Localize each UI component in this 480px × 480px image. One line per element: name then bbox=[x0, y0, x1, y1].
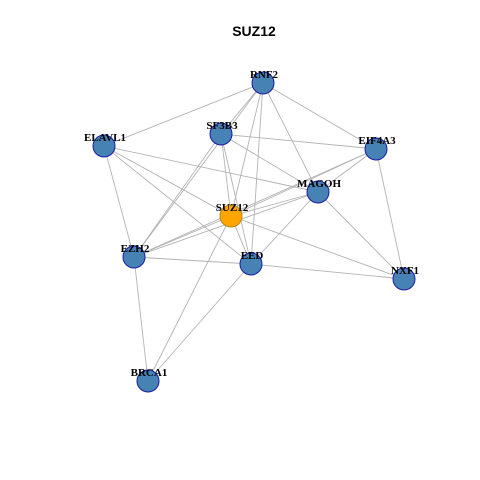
node-brca1[interactable]: BRCA1 bbox=[131, 367, 168, 393]
node-circle[interactable] bbox=[122, 245, 146, 269]
node-circle[interactable] bbox=[239, 252, 263, 276]
edge-ezh2-brca1 bbox=[133, 256, 149, 382]
node-sf3b3[interactable]: SF3B3 bbox=[206, 120, 238, 146]
edge-ezh2-eed bbox=[133, 256, 252, 265]
node-elavl1[interactable]: ELAVL1 bbox=[84, 132, 126, 158]
node-circle[interactable] bbox=[209, 122, 233, 146]
edge-layer bbox=[103, 82, 405, 382]
node-circle[interactable] bbox=[92, 134, 116, 158]
node-label: ELAVL1 bbox=[84, 132, 126, 144]
node-eif4a3[interactable]: EIF4A3 bbox=[358, 135, 396, 161]
edge-rnf2-eed bbox=[250, 82, 264, 265]
node-label: BRCA1 bbox=[131, 367, 168, 379]
edge-rnf2-elavl1 bbox=[103, 82, 264, 147]
node-label: SF3B3 bbox=[206, 120, 238, 132]
edge-elavl1-magoh bbox=[103, 145, 319, 193]
node-circle[interactable] bbox=[364, 137, 388, 161]
edge-magoh-eed bbox=[250, 191, 319, 265]
node-circle[interactable] bbox=[251, 71, 275, 95]
edge-rnf2-eif4a3 bbox=[262, 82, 377, 150]
graph-title: SUZ12 bbox=[232, 23, 276, 39]
node-label: EED bbox=[241, 250, 264, 262]
node-label: RNF2 bbox=[250, 69, 279, 81]
edge-suz12-nxf1 bbox=[230, 215, 405, 280]
edge-rnf2-magoh bbox=[262, 82, 319, 193]
edge-magoh-suz12 bbox=[230, 191, 319, 217]
node-eed[interactable]: EED bbox=[239, 250, 264, 276]
node-label: EZH2 bbox=[121, 243, 150, 255]
node-ezh2[interactable]: EZH2 bbox=[121, 243, 150, 269]
edge-eed-nxf1 bbox=[250, 263, 405, 280]
edge-magoh-nxf1 bbox=[317, 191, 405, 280]
node-circle[interactable] bbox=[219, 204, 243, 228]
edge-suz12-ezh2 bbox=[133, 215, 232, 258]
edge-rnf2-ezh2 bbox=[133, 82, 264, 258]
node-label: EIF4A3 bbox=[358, 135, 396, 147]
node-circle[interactable] bbox=[392, 267, 416, 291]
edge-eif4a3-nxf1 bbox=[375, 148, 405, 280]
node-rnf2[interactable]: RNF2 bbox=[250, 69, 279, 95]
node-label: MAGOH bbox=[297, 178, 341, 190]
edge-eif4a3-magoh bbox=[317, 148, 377, 193]
edge-elavl1-suz12 bbox=[103, 145, 232, 217]
edge-sf3b3-ezh2 bbox=[133, 133, 222, 258]
node-label: SUZ12 bbox=[216, 202, 249, 214]
edge-eed-brca1 bbox=[147, 263, 252, 382]
edge-elavl1-ezh2 bbox=[103, 145, 135, 258]
node-nxf1[interactable]: NXF1 bbox=[391, 265, 419, 291]
edge-suz12-brca1 bbox=[147, 215, 232, 382]
node-magoh[interactable]: MAGOH bbox=[297, 178, 341, 204]
edge-sf3b3-eif4a3 bbox=[220, 133, 377, 150]
node-circle[interactable] bbox=[136, 369, 160, 393]
node-circle[interactable] bbox=[306, 180, 330, 204]
edge-eif4a3-ezh2 bbox=[133, 148, 377, 258]
node-suz12[interactable]: SUZ12 bbox=[216, 202, 249, 228]
edge-sf3b3-suz12 bbox=[220, 133, 232, 217]
edge-elavl1-eed bbox=[103, 145, 252, 265]
edge-sf3b3-eed bbox=[220, 133, 252, 265]
node-label: NXF1 bbox=[391, 265, 419, 277]
